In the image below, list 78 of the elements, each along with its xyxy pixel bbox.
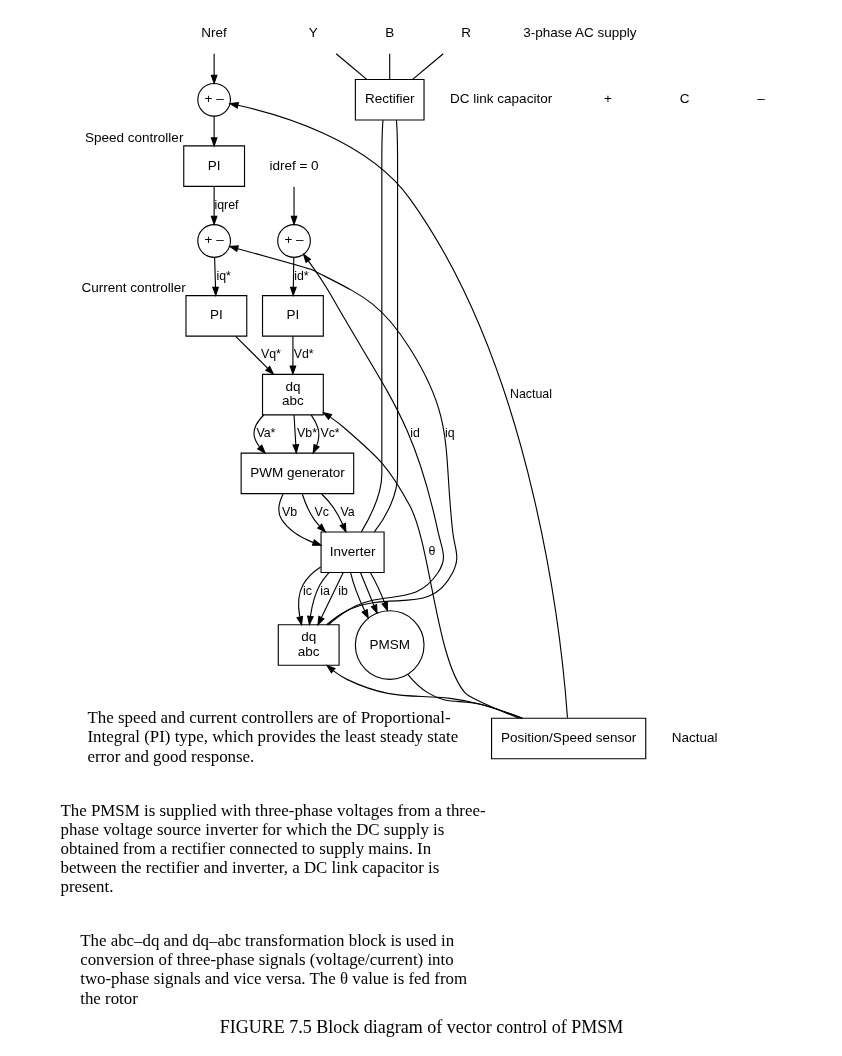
arrow (288, 335, 296, 376)
connector (411, 53, 444, 80)
edge-label: Vd* (293, 347, 314, 362)
edge-label: ia (319, 583, 330, 598)
arrow (321, 411, 519, 719)
node-box: PWM generator (240, 452, 354, 495)
arrow (210, 115, 218, 148)
connector (388, 53, 390, 80)
edge-label: Vq* (260, 347, 281, 362)
arrow (210, 186, 218, 226)
arrow (325, 664, 523, 719)
label: Nactual (671, 729, 718, 745)
label: DC link capacitor (449, 91, 552, 107)
label: The abc–dq and dq–abc transformation block is used in conversion of three-phase signals (voltage/current) into two-phase signals and vice versa. The θ value is fed from the rotor (79, 931, 467, 1008)
arrow (369, 571, 388, 613)
node-box: PI (184, 295, 247, 337)
edge-label: id (409, 426, 420, 441)
connector (360, 119, 384, 533)
node-box: dq abc (277, 624, 340, 666)
edge-label: iq (444, 426, 455, 441)
arrow (310, 414, 320, 455)
node-box: PI (261, 295, 324, 337)
arrow (295, 566, 321, 627)
arrow (211, 256, 219, 297)
edge-label: iq* (215, 268, 231, 283)
label: – (756, 91, 765, 107)
node-box: PI (182, 145, 245, 187)
arrow (359, 571, 378, 615)
caption: FIGURE 7.5 Block diagram of vector control of PMSM (219, 1016, 623, 1037)
label: The PMSM is supplied with three-phase voltages from a three-phase voltage source inverter for which the DC supply is obtained from a rectifier connected to supply mains. In between the rectifier and inverter, a DC link capacitor is present. (60, 800, 486, 897)
label: 3-phase AC supply (522, 24, 637, 40)
arrow (252, 414, 266, 455)
arrow (316, 571, 344, 627)
node-box: Rectifier (354, 78, 425, 121)
edge-label: Vc* (319, 426, 340, 441)
node-text: Nref (200, 24, 227, 40)
node-circle: + – (276, 224, 311, 258)
node-box: Position/Speed sensor (490, 717, 646, 760)
arrow (302, 253, 444, 626)
edge-label: iqref (213, 197, 239, 212)
arrow (290, 186, 298, 226)
node-text: B (384, 24, 394, 40)
arrow (289, 256, 297, 297)
arrow (349, 571, 369, 620)
edge-label: Va* (255, 426, 275, 441)
connector (406, 673, 522, 719)
arrow (210, 53, 218, 85)
edge-label: Vb* (296, 426, 317, 441)
arrow (277, 493, 322, 546)
edge-label: Nactual (509, 386, 552, 401)
arrow (320, 493, 347, 534)
arrow (306, 572, 329, 626)
node-box: Inverter (320, 531, 385, 574)
node-text: idref = 0 (268, 157, 319, 173)
label: + (603, 91, 612, 107)
label: C (679, 91, 689, 107)
label: The speed and current controllers are of Proportional-Integral (PI) type, which provides the least steady state error and good response. (87, 708, 458, 766)
arrow (234, 335, 275, 376)
edge-label: Vb (281, 504, 297, 519)
node-circle: + – (196, 224, 231, 258)
connector (373, 119, 398, 533)
arrow (227, 245, 457, 626)
node-label: Current controller (81, 279, 186, 295)
edge-label: ib (337, 583, 348, 598)
arrow (301, 493, 326, 533)
node-text: R (460, 24, 471, 40)
connector (335, 53, 367, 80)
edge-label: id* (293, 268, 309, 283)
edge-label: Vc (313, 504, 329, 519)
node-circle: + – (196, 82, 231, 117)
node-box: dq abc (261, 373, 324, 416)
edge-label: Va (339, 504, 355, 519)
edge-label: ic (302, 583, 312, 598)
node-label: Speed controller (84, 130, 183, 146)
arrow (227, 101, 568, 719)
edge-label: θ (427, 544, 435, 559)
node-text: Y (308, 24, 318, 40)
arrow (291, 414, 299, 455)
